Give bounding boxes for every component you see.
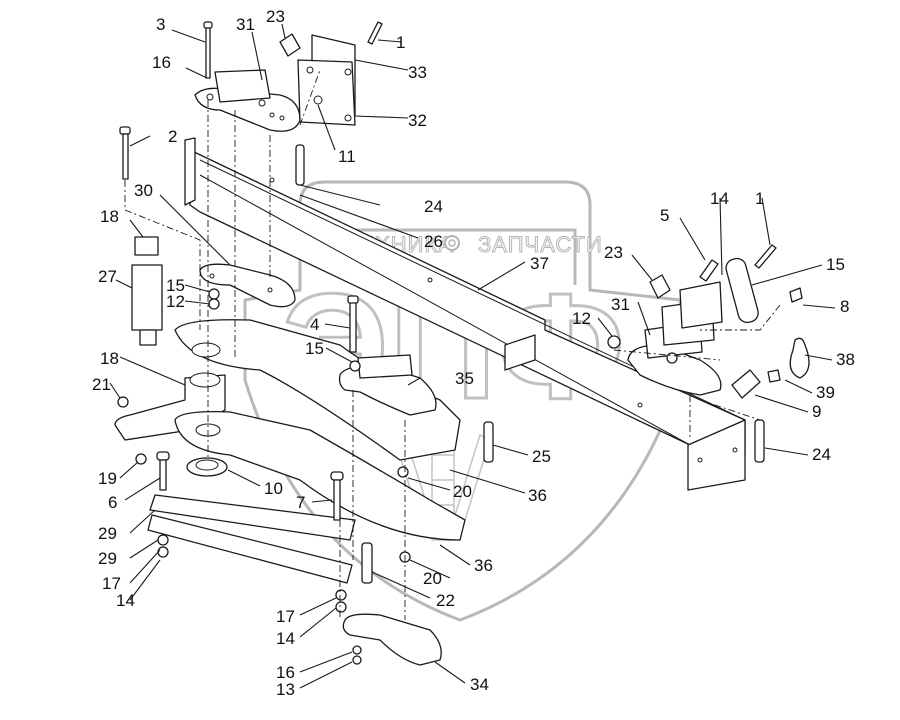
callout-1: 1 <box>396 33 406 52</box>
plate-34 <box>342 613 442 666</box>
pin-24-top <box>295 144 305 186</box>
callout-13: 13 <box>276 680 295 699</box>
callout-15-center: 15 <box>305 339 324 358</box>
callout-24: 24 <box>424 197 443 216</box>
pin-25 <box>483 421 494 463</box>
center-lines <box>124 69 781 620</box>
callout-17-lower: 17 <box>276 607 295 626</box>
callout-19: 19 <box>98 469 117 488</box>
bracket-31-top <box>194 69 301 132</box>
callout-4: 4 <box>310 315 320 334</box>
callout-2: 2 <box>168 127 178 146</box>
callout-21: 21 <box>92 375 111 394</box>
callout-32: 32 <box>408 111 427 130</box>
bushing-23-top <box>279 33 301 57</box>
callout-12-right: 12 <box>572 309 591 328</box>
callout-20: 20 <box>453 482 472 501</box>
nut-10 <box>186 457 228 477</box>
callout-25: 25 <box>532 447 551 466</box>
callout-18-lower: 18 <box>100 349 119 368</box>
bolt-8 <box>789 287 803 303</box>
callout-20-lower: 20 <box>423 569 442 588</box>
bolt-2 <box>119 126 131 180</box>
bracket-31-right <box>627 281 723 396</box>
callout-12: 12 <box>166 292 185 311</box>
callout-14-right: 14 <box>710 189 729 208</box>
nut-12-right <box>607 335 621 349</box>
link-bars-29 <box>147 494 356 584</box>
callout-36: 36 <box>528 486 547 505</box>
callout-18: 18 <box>100 207 119 226</box>
bolt-1-top <box>367 21 383 45</box>
pin-22 <box>361 542 373 584</box>
bolt-5 <box>699 259 719 282</box>
callout-23: 23 <box>266 7 285 26</box>
callout-7: 7 <box>296 493 306 512</box>
callout-23-right: 23 <box>604 243 623 262</box>
callout-10: 10 <box>264 479 283 498</box>
callout-37: 37 <box>530 254 549 273</box>
callout-3: 3 <box>156 15 166 34</box>
callout-24-right: 24 <box>812 445 831 464</box>
pin-24-right <box>754 419 765 463</box>
callout-17: 17 <box>102 574 121 593</box>
callout-8: 8 <box>840 297 850 316</box>
callout-35: 35 <box>455 369 474 388</box>
callout-36-lower: 36 <box>474 556 493 575</box>
bolt-7 <box>330 471 344 521</box>
callout-9: 9 <box>812 402 822 421</box>
callout-15: 15 <box>166 276 185 295</box>
watermark-shield <box>243 180 682 622</box>
watermark-inner-line <box>315 228 577 285</box>
callout-33: 33 <box>408 63 427 82</box>
small-parts-left <box>117 288 411 665</box>
callout-26: 26 <box>424 232 443 251</box>
bushing-23-right <box>649 274 671 299</box>
callout-38: 38 <box>836 350 855 369</box>
bolt-3 <box>203 21 213 79</box>
callout-5: 5 <box>660 206 670 225</box>
callout-31: 31 <box>236 15 255 34</box>
gear-icon <box>444 235 460 251</box>
arm-30 <box>199 263 296 308</box>
callout-39: 39 <box>816 383 835 402</box>
lever-plate-large <box>174 319 461 461</box>
callout-16: 16 <box>152 53 171 72</box>
callout-34: 34 <box>470 675 489 694</box>
plate-lower <box>174 411 466 541</box>
plate-15-right <box>725 257 759 324</box>
bracket-35 <box>338 295 437 416</box>
callout-27: 27 <box>98 267 117 286</box>
callout-29: 29 <box>98 524 117 543</box>
watermark-text-right: ЗАПЧАСТИ <box>478 232 603 257</box>
bolt-1-right <box>754 244 777 269</box>
nipple-39 <box>767 369 781 383</box>
leader-lines <box>109 23 836 689</box>
callout-6: 6 <box>108 493 118 512</box>
callout-16-lower: 16 <box>276 663 295 682</box>
callout-14-lower: 14 <box>276 629 295 648</box>
grease-fitting-38 <box>789 337 810 379</box>
callout-22: 22 <box>436 591 455 610</box>
plate-32-33 <box>297 34 356 126</box>
callout-31-right: 31 <box>611 295 630 314</box>
fitting-9 <box>731 369 761 399</box>
cylinder-27 <box>131 236 163 346</box>
callout-14: 14 <box>116 591 135 610</box>
callout-30: 30 <box>134 181 153 200</box>
callout-15-right: 15 <box>826 255 845 274</box>
callout-29-lower: 29 <box>98 549 117 568</box>
callout-1-right: 1 <box>755 189 765 208</box>
callout-11: 11 <box>338 147 356 166</box>
bolt-6 <box>156 451 170 491</box>
